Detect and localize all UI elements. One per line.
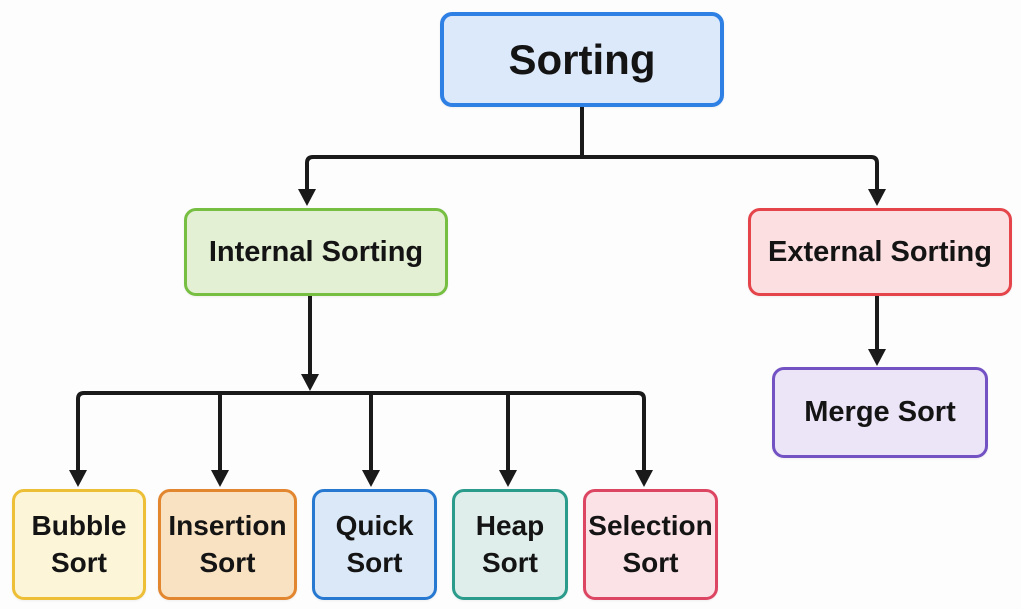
- edge-sorting-to-split: [298, 107, 886, 206]
- node-sorting: Sorting: [440, 12, 724, 107]
- arrowhead-external: [868, 189, 886, 206]
- node-quick-label: Quick Sort: [335, 509, 414, 578]
- node-bubble: Bubble Sort: [12, 489, 146, 600]
- arrowhead-merge: [868, 349, 886, 366]
- arrowhead-heap: [499, 470, 517, 487]
- node-merge-label: Merge Sort: [804, 396, 956, 428]
- arrowhead-internal: [298, 189, 316, 206]
- node-quick: Quick Sort: [312, 489, 437, 600]
- arrowhead-bubble: [69, 470, 87, 487]
- arrowhead-bracket: [301, 374, 319, 391]
- arrowhead-quick: [362, 470, 380, 487]
- arrowhead-selection: [635, 470, 653, 487]
- node-selection-label: Selection Sort: [588, 509, 713, 578]
- node-merge: Merge Sort: [772, 367, 988, 458]
- node-internal: Internal Sorting: [184, 208, 448, 296]
- arrowhead-insertion: [211, 470, 229, 487]
- node-external-label: External Sorting: [768, 235, 992, 268]
- node-sorting-label: Sorting: [508, 35, 656, 83]
- node-heap-label: Heap Sort: [475, 509, 545, 578]
- node-heap: Heap Sort: [452, 489, 568, 600]
- edge-internal-to-children: [69, 295, 653, 487]
- node-bubble-label: Bubble Sort: [31, 509, 127, 578]
- node-external: External Sorting: [748, 208, 1012, 296]
- node-selection: Selection Sort: [583, 489, 718, 600]
- node-internal-label: Internal Sorting: [208, 235, 424, 268]
- node-insertion-label: Insertion Sort: [168, 509, 287, 578]
- edge-external-to-merge: [868, 295, 886, 366]
- node-insertion: Insertion Sort: [158, 489, 297, 600]
